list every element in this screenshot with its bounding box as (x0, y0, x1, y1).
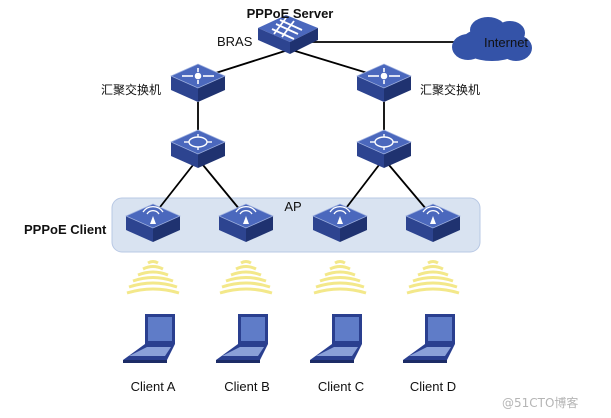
client-label-a: Client A (131, 379, 176, 394)
access-point-icon (125, 203, 181, 243)
access-point-icon (405, 203, 461, 243)
wireless-signal-icon (406, 260, 460, 295)
wireless-signal-icon (126, 260, 180, 295)
wireless-signal-a (126, 260, 180, 295)
wireless-signal-icon (313, 260, 367, 295)
access-switch-icon (356, 129, 412, 169)
pppoe-client-label: PPPoE Client (24, 222, 107, 237)
client-label-b: Client B (224, 379, 270, 394)
client-laptop-d (403, 314, 455, 363)
ap-group-label: AP (284, 199, 301, 214)
aggregation-right-label: 汇聚交换机 (420, 82, 480, 97)
access-point-a (125, 203, 181, 243)
cloud-icon (452, 17, 532, 61)
access-point-d (405, 203, 461, 243)
access-point-b (218, 203, 274, 243)
wireless-signal-b (219, 260, 273, 295)
aggregation-switch-icon (170, 63, 226, 103)
aggregation-left-label: 汇聚交换机 (101, 82, 161, 97)
client-label-c: Client C (318, 379, 364, 394)
client-laptop-c (310, 314, 362, 363)
laptop-icon (123, 314, 175, 363)
client-laptop-a (123, 314, 175, 363)
laptop-icon (403, 314, 455, 363)
internet-cloud: Internet (452, 17, 532, 61)
access-point-icon (218, 203, 274, 243)
laptop-icon (216, 314, 268, 363)
bras-router (258, 15, 318, 54)
router-icon (258, 15, 318, 54)
aggregation-switch-right (356, 63, 412, 103)
wireless-signal-icon (219, 260, 273, 295)
access-point-icon (312, 203, 368, 243)
wireless-signal-c (313, 260, 367, 295)
watermark: @51CTO博客 (502, 395, 578, 410)
internet-label: Internet (484, 35, 528, 50)
aggregation-switch-icon (356, 63, 412, 103)
server-label: PPPoE Server (247, 6, 334, 21)
bras-label: BRAS (217, 34, 253, 49)
access-switch-left (170, 129, 226, 169)
access-switch-icon (170, 129, 226, 169)
access-switch-right (356, 129, 412, 169)
wireless-signal-d (406, 260, 460, 295)
aggregation-switch-left (170, 63, 226, 103)
ap-group-region (111, 197, 481, 253)
access-point-c (312, 203, 368, 243)
client-laptop-b (216, 314, 268, 363)
laptop-icon (310, 314, 362, 363)
client-label-d: Client D (410, 379, 456, 394)
